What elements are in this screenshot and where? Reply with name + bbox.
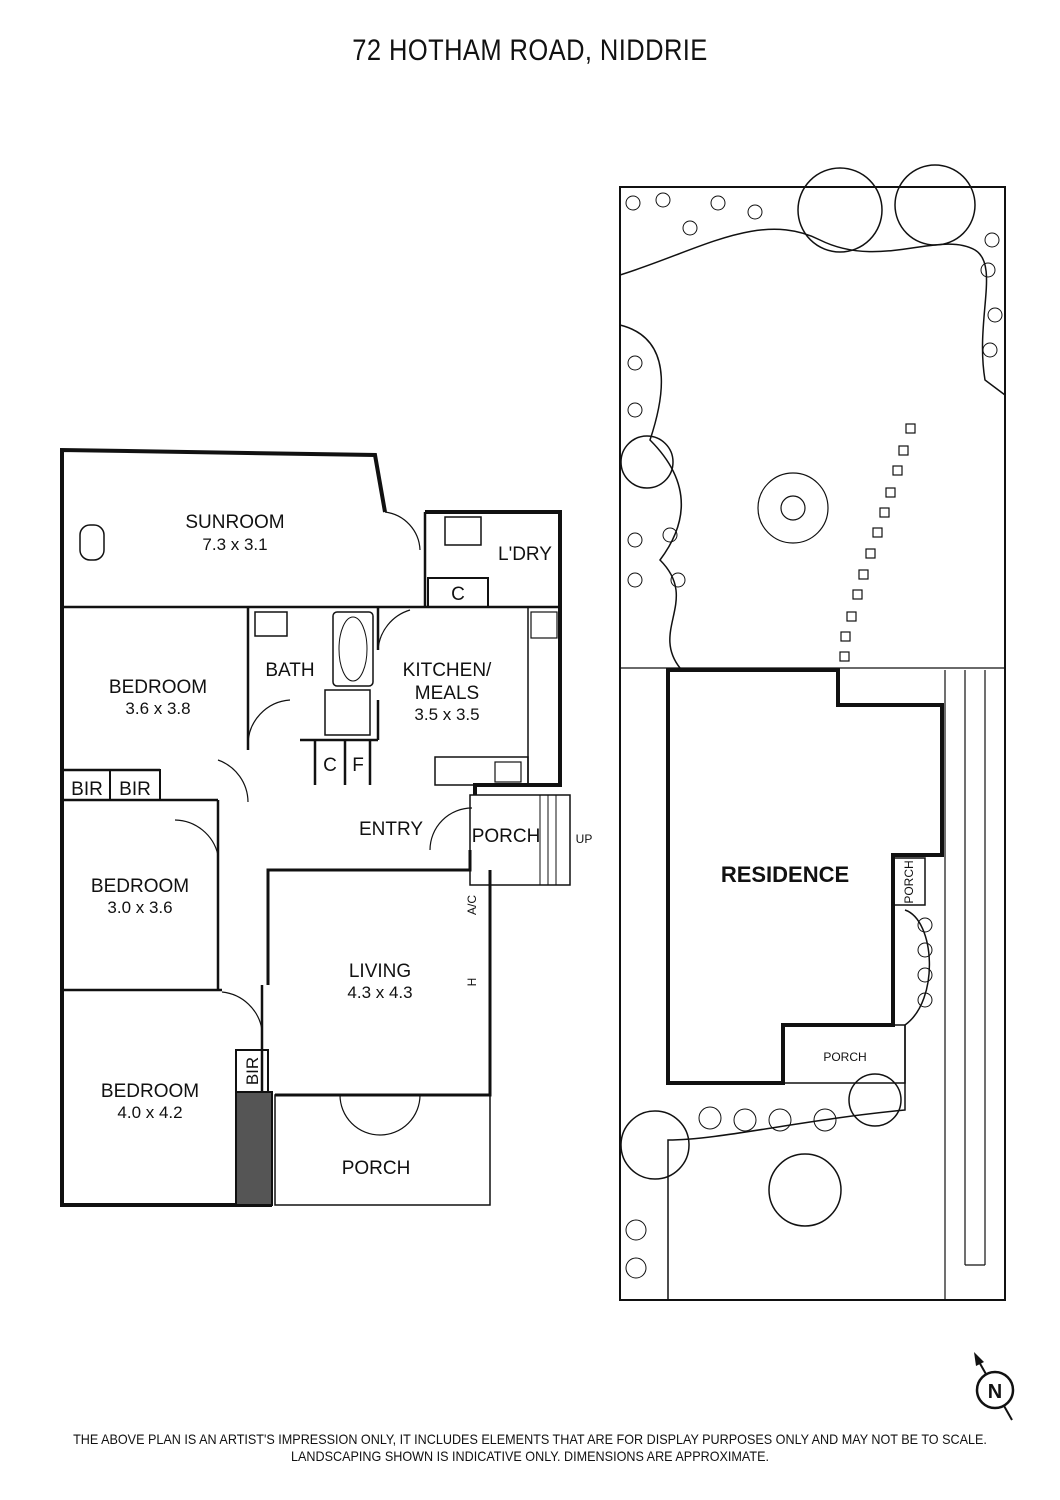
label-bir-3: BIR (243, 1057, 262, 1085)
disclaimer-line-2: LANDSCAPING SHOWN IS INDICATIVE ONLY. DI… (291, 1448, 769, 1464)
shower (324, 689, 371, 736)
room-dims-kitchen: 3.5 x 3.5 (414, 705, 479, 724)
room-dims-bedroom-3: 4.0 x 4.2 (117, 1103, 182, 1122)
room-label-living: LIVING (349, 961, 411, 982)
residence-outline (666, 668, 944, 1085)
cooktop (530, 611, 558, 639)
label-up: UP (576, 832, 593, 846)
shrubs (625, 192, 1003, 1279)
label-cupboard-2: C (323, 755, 337, 776)
page-title: 72 HOTHAM ROAD, NIDDRIE (352, 34, 708, 67)
site-boundary (619, 186, 1006, 1301)
exterior-wall (60, 447, 387, 1207)
label-site-porch-rear: PORCH (823, 1050, 866, 1064)
site-porch-side (892, 857, 926, 906)
disclaimer: THE ABOVE PLAN IS AN ARTIST'S IMPRESSION… (53, 1431, 1007, 1465)
label-bir-1: BIR (71, 779, 103, 800)
label-bir-2: BIR (119, 779, 151, 800)
room-dims-bedroom-2: 3.0 x 3.6 (107, 898, 172, 917)
room-label-porch-front: PORCH (342, 1158, 411, 1179)
label-residence: RESIDENCE (721, 862, 849, 887)
laundry-trough (444, 516, 482, 546)
room-label-meals: MEALS (415, 683, 479, 704)
room-label-bedroom-1: BEDROOM (109, 677, 207, 698)
doors (174, 511, 473, 1136)
chimney (235, 1091, 273, 1206)
bathtub-basin (338, 616, 368, 682)
floor-plan (60, 447, 571, 1207)
kitchen-sink (494, 761, 522, 783)
site-labels: RESIDENCE PORCH PORCH (721, 860, 916, 1064)
bir-box-2 (109, 769, 161, 801)
cupboard-c (427, 577, 489, 608)
room-label-bedroom-2: BEDROOM (91, 876, 189, 897)
room-label-entry: ENTRY (359, 819, 423, 840)
north-label: N (988, 1381, 1002, 1403)
water-feature-inner (780, 495, 806, 521)
kitchen-bench-bottom (434, 756, 529, 786)
room-labels: SUNROOM 7.3 x 3.1 L'DRY BEDROOM 3.6 x 3.… (71, 512, 592, 1179)
kitchen-bench-right (527, 606, 561, 786)
label-cupboard: C (451, 584, 465, 605)
label-site-porch-side: PORCH (902, 860, 916, 903)
garden-bed-top (619, 228, 1006, 396)
room-label-sunroom: SUNROOM (185, 512, 284, 533)
room-label-kitchen: KITCHEN/ (403, 660, 492, 681)
room-label-laundry: L'DRY (498, 544, 552, 565)
room-label-bedroom-3: BEDROOM (101, 1081, 199, 1102)
stepping-stones (839, 423, 916, 662)
disclaimer-line-1: THE ABOVE PLAN IS AN ARTIST'S IMPRESSION… (73, 1431, 987, 1447)
bathtub (332, 611, 374, 687)
label-ac: A/C (465, 895, 479, 915)
toilet (79, 524, 105, 561)
room-dims-living: 4.3 x 4.3 (347, 983, 412, 1002)
north-arrow-icon: N (974, 1352, 1015, 1421)
room-dims-bedroom-1: 3.6 x 3.8 (125, 699, 190, 718)
driveway (620, 667, 1005, 1300)
porch-entry (469, 794, 571, 886)
room-dims-sunroom: 7.3 x 3.1 (202, 535, 267, 554)
porch-bottom (274, 1094, 491, 1206)
room-label-bath: BATH (265, 660, 314, 681)
porch-steps (539, 795, 557, 885)
basin (254, 611, 288, 637)
label-heater: H (465, 978, 479, 987)
site-plan (619, 164, 1006, 1301)
water-feature-outer (757, 472, 829, 544)
garden-bed-left (619, 324, 683, 669)
trees (620, 164, 976, 1227)
garden-bed-bottom (667, 909, 931, 1300)
room-label-porch-entry: PORCH (472, 826, 541, 847)
label-fridge: F (352, 755, 364, 776)
